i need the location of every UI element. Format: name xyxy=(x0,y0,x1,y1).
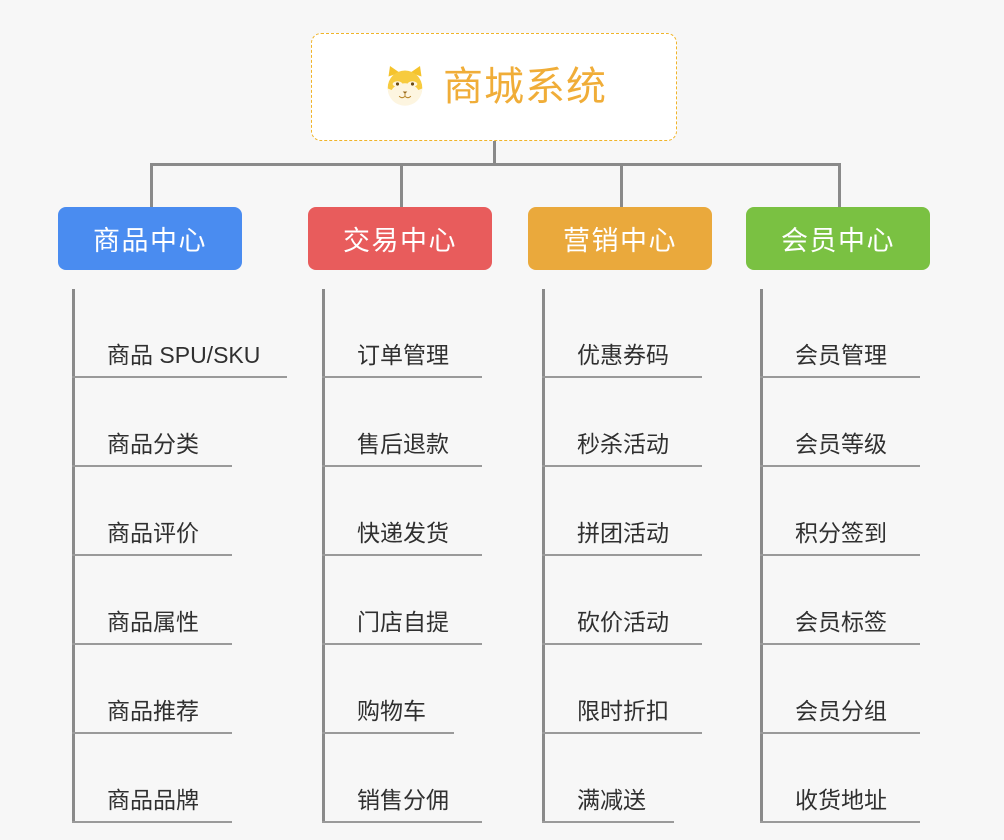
branch-marketing-center: 营销中心 优惠券码 秒杀活动 拼团活动 砍价活动 限时折扣 满减送 xyxy=(528,207,712,823)
leaf-label: 会员分组 xyxy=(795,697,887,724)
list-item[interactable]: 秒杀活动 xyxy=(542,378,702,467)
leaf-label: 积分签到 xyxy=(795,519,887,546)
leaf-label: 收货地址 xyxy=(795,786,887,813)
root-node[interactable]: 商城系统 xyxy=(311,33,677,141)
category-title-2: 交易中心 xyxy=(343,226,457,256)
leaf-label: 快递发货 xyxy=(357,519,449,546)
list-item[interactable]: 限时折扣 xyxy=(542,645,702,734)
leaf-label: 订单管理 xyxy=(357,341,449,368)
branch-product-center: 商品中心 商品 SPU/SKU 商品分类 商品评价 商品属性 商品推荐 商品品牌 xyxy=(58,207,287,823)
leaf-label: 商品分类 xyxy=(107,430,199,457)
list-item[interactable]: 商品分类 xyxy=(72,378,232,467)
list-item[interactable]: 商品属性 xyxy=(72,556,232,645)
connector-drop-4 xyxy=(838,163,841,209)
list-item[interactable]: 售后退款 xyxy=(322,378,482,467)
list-item[interactable]: 商品评价 xyxy=(72,467,232,556)
branch-member-center: 会员中心 会员管理 会员等级 积分签到 会员标签 会员分组 收货地址 xyxy=(746,207,930,823)
leaf-label: 购物车 xyxy=(357,697,426,724)
list-item[interactable]: 商品 SPU/SKU xyxy=(72,289,287,378)
connector-root-stem xyxy=(493,141,496,165)
leaf-label: 售后退款 xyxy=(357,430,449,457)
category-title-4: 会员中心 xyxy=(781,226,895,256)
connector-bus-bar xyxy=(150,163,840,166)
list-item[interactable]: 订单管理 xyxy=(322,289,482,378)
connector-drop-3 xyxy=(620,163,623,209)
leaf-label: 商品评价 xyxy=(107,519,199,546)
list-item[interactable]: 优惠券码 xyxy=(542,289,702,378)
list-item[interactable]: 销售分佣 xyxy=(322,734,482,823)
category-title-1: 商品中心 xyxy=(93,226,207,256)
leaf-label: 秒杀活动 xyxy=(577,430,669,457)
list-item[interactable]: 购物车 xyxy=(322,645,454,734)
category-title-3: 营销中心 xyxy=(563,226,677,256)
list-item[interactable]: 商品品牌 xyxy=(72,734,232,823)
branch-trade-center: 交易中心 订单管理 售后退款 快递发货 门店自提 购物车 销售分佣 xyxy=(308,207,492,823)
connector-drop-2 xyxy=(400,163,403,209)
leaf-label: 商品属性 xyxy=(107,608,199,635)
leaf-list-3: 优惠券码 秒杀活动 拼团活动 砍价活动 限时折扣 满减送 xyxy=(542,289,712,823)
leaf-label: 会员管理 xyxy=(795,341,887,368)
leaf-label: 商品 SPU/SKU xyxy=(107,341,261,368)
list-item[interactable]: 门店自提 xyxy=(322,556,482,645)
category-header-4[interactable]: 会员中心 xyxy=(746,207,930,270)
list-item[interactable]: 会员管理 xyxy=(760,289,920,378)
category-header-2[interactable]: 交易中心 xyxy=(308,207,492,270)
leaf-label: 会员等级 xyxy=(795,430,887,457)
list-item[interactable]: 商品推荐 xyxy=(72,645,232,734)
list-item[interactable]: 积分签到 xyxy=(760,467,920,556)
leaf-list-4: 会员管理 会员等级 积分签到 会员标签 会员分组 收货地址 xyxy=(760,289,930,823)
shiba-dog-face-icon xyxy=(387,66,423,106)
list-item[interactable]: 拼团活动 xyxy=(542,467,702,556)
list-item[interactable]: 收货地址 xyxy=(760,734,920,823)
list-item[interactable]: 砍价活动 xyxy=(542,556,702,645)
category-header-3[interactable]: 营销中心 xyxy=(528,207,712,270)
list-item[interactable]: 会员标签 xyxy=(760,556,920,645)
leaf-label: 商品品牌 xyxy=(107,786,199,813)
list-item[interactable]: 快递发货 xyxy=(322,467,482,556)
list-item[interactable]: 会员等级 xyxy=(760,378,920,467)
leaf-label: 门店自提 xyxy=(357,608,449,635)
leaf-label: 限时折扣 xyxy=(577,697,669,724)
list-item[interactable]: 满减送 xyxy=(542,734,674,823)
root-title: 商城系统 xyxy=(443,65,607,109)
category-header-1[interactable]: 商品中心 xyxy=(58,207,242,270)
leaf-label: 满减送 xyxy=(577,786,646,813)
leaf-label: 会员标签 xyxy=(795,608,887,635)
leaf-label: 商品推荐 xyxy=(107,697,199,724)
list-item[interactable]: 会员分组 xyxy=(760,645,920,734)
connector-drop-1 xyxy=(150,163,153,209)
leaf-label: 拼团活动 xyxy=(577,519,669,546)
leaf-list-1: 商品 SPU/SKU 商品分类 商品评价 商品属性 商品推荐 商品品牌 xyxy=(72,289,287,823)
leaf-label: 销售分佣 xyxy=(357,786,449,813)
leaf-label: 砍价活动 xyxy=(577,608,669,635)
leaf-list-2: 订单管理 售后退款 快递发货 门店自提 购物车 销售分佣 xyxy=(322,289,492,823)
leaf-label: 优惠券码 xyxy=(577,341,669,368)
